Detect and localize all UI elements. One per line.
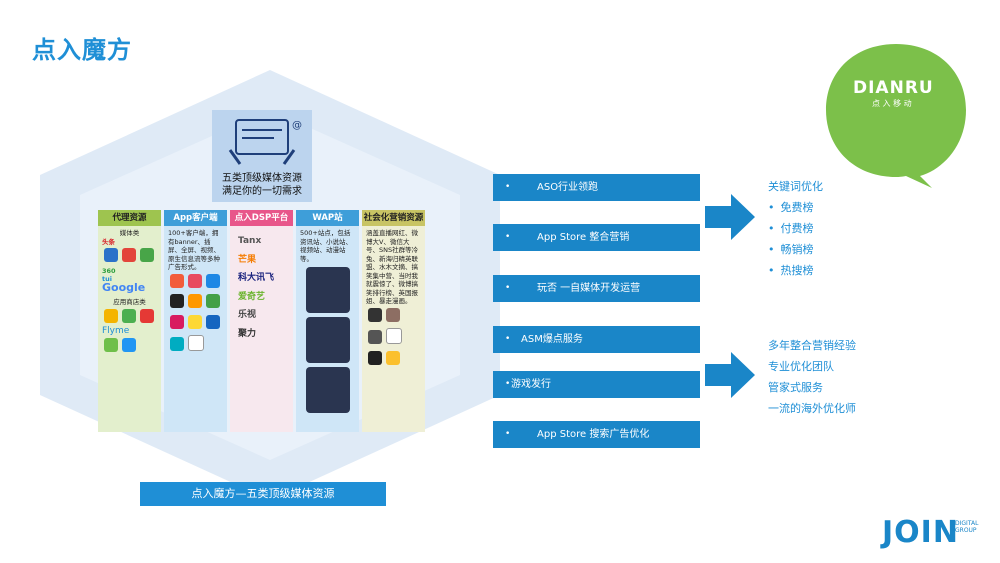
laptop-icon: @	[228, 119, 302, 165]
brand-tui: tui	[102, 275, 112, 283]
phone-screenshot	[305, 317, 350, 363]
media-banner: 点入魔方—五类顶级媒体资源	[140, 482, 386, 506]
app-tile-icon	[122, 248, 136, 262]
service-button-aso[interactable]: • ASO行业领跑	[493, 174, 700, 201]
app-tile-icon	[122, 337, 136, 352]
app-tile-icon	[206, 294, 220, 308]
button-label: ASO行业领跑	[537, 182, 599, 193]
phone-screenshot	[305, 267, 350, 313]
logo-brand: DIANRU	[853, 78, 934, 98]
media-icon-panel: @	[212, 110, 312, 202]
app-tile-icon	[104, 308, 118, 323]
column-dsp-platform: 点入DSP平台 Tanx 芒果 科大讯飞 爱奇艺 乐视 聚力	[230, 210, 293, 432]
button-label: 玩否 一自媒体开发运营	[537, 283, 641, 294]
column-description: 涵盖直播网红、微博大V、微信大号、SNS社群等冷兔、新海归精英联盟、水木文摘、搞…	[366, 229, 419, 305]
service-button-media-operation[interactable]: • 玩否 一自媒体开发运营	[493, 275, 700, 302]
column-description: 500+站点，包括资讯站、小说站、视频站、动漫站等。	[300, 229, 352, 263]
button-label: 游戏发行	[511, 379, 551, 390]
app-tile-icon	[206, 314, 220, 329]
column-header: App客户端	[164, 210, 227, 226]
brand-360: 360	[102, 266, 116, 275]
app-tile-icon	[386, 328, 402, 344]
brand-mango: 芒果	[238, 254, 257, 265]
app-tile-icon	[188, 335, 204, 351]
app-tile-icon	[206, 273, 220, 288]
list-item: •付费榜	[768, 222, 814, 235]
logo-sub: 点 入 移 动	[872, 99, 912, 108]
app-tile-icon	[170, 314, 184, 329]
arrow-right-icon	[705, 352, 755, 398]
app-tile-icon	[104, 337, 118, 352]
service-button-search-ads[interactable]: • App Store 搜索广告优化	[493, 421, 700, 448]
app-tile-icon	[140, 248, 154, 262]
service-button-asm[interactable]: • ASM爆点服务	[493, 326, 700, 353]
column-section: 媒体类	[119, 229, 140, 237]
dianru-logo: DIANRU 点 入 移 动	[820, 38, 972, 188]
list-item: 多年整合营销经验	[768, 339, 856, 352]
brand-toutiao: 头条	[102, 237, 115, 246]
svg-text:@: @	[292, 120, 302, 131]
bullet: •	[505, 334, 511, 344]
app-tile-icon	[104, 248, 118, 262]
app-tile-icon	[188, 294, 202, 308]
brand-tanx: Tanx	[238, 236, 262, 246]
brand-letv: 乐视	[238, 310, 257, 320]
list-item: •免费榜	[768, 201, 814, 214]
app-tile-icon	[368, 330, 382, 344]
button-label: ASM爆点服务	[521, 334, 583, 345]
bullet: •	[505, 232, 511, 242]
button-label: App Store 搜索广告优化	[537, 429, 650, 440]
service-button-game-publishing[interactable]: • 游戏发行	[493, 371, 700, 398]
app-tile-icon	[170, 337, 184, 351]
list-item: 专业优化团队	[768, 360, 834, 373]
app-tile-icon	[188, 273, 202, 288]
list-heading: 关键词优化	[768, 180, 823, 193]
arrow-right-icon	[705, 194, 755, 240]
app-tile-icon	[368, 350, 382, 365]
list-item: •畅销榜	[768, 243, 814, 256]
join-logo: JOIN	[882, 515, 959, 550]
app-tile-icon	[140, 308, 154, 323]
brand-pptv: 聚力	[238, 328, 257, 339]
list-item: 管家式服务	[768, 381, 823, 394]
brand-google: Google	[102, 280, 146, 294]
brand-iqiyi: 爱奇艺	[238, 291, 266, 302]
app-tile-icon	[368, 307, 382, 322]
list-item: •热搜榜	[768, 264, 814, 277]
advantages-list: 多年整合营销经验 专业优化团队 管家式服务 一流的海外优化师	[768, 337, 856, 421]
column-description: 100+客户端，拥有banner、插屏、全屏、视频、原生信息流等多种广告形式。	[168, 229, 220, 271]
bullet: •	[505, 182, 511, 192]
app-tile-icon	[386, 307, 400, 322]
column-wap-sites: WAP站 500+站点，包括资讯站、小说站、视频站、动漫站等。	[296, 210, 359, 432]
brand-flyme: Flyme	[102, 326, 130, 336]
app-tile-icon	[386, 350, 400, 365]
app-tile-icon	[122, 308, 136, 323]
column-header: 点入DSP平台	[230, 210, 293, 226]
phone-screenshot	[305, 367, 350, 413]
list-item: 一流的海外优化师	[768, 402, 856, 415]
caption-line-2: 满足你的一切需求	[222, 186, 302, 197]
bullet: •	[505, 379, 511, 389]
column-agent-resources: 代理资源 媒体类 头条 360 tui Google 应用商店类 Flyme	[98, 210, 161, 432]
column-app-clients: App客户端 100+客户端，拥有banner、插屏、全屏、视频、原生信息流等多…	[164, 210, 227, 432]
column-header: 社会化营销资源	[362, 210, 425, 226]
button-label: App Store 整合营销	[537, 232, 630, 243]
app-tile-icon	[170, 294, 184, 308]
keyword-optimization-list: 关键词优化 •免费榜 •付费榜 •畅销榜 •热搜榜	[768, 178, 823, 283]
app-tile-icon	[170, 273, 184, 288]
column-header: 代理资源	[98, 210, 161, 226]
page-title: 点入魔方	[32, 36, 132, 64]
column-section: 应用商店类	[113, 298, 146, 306]
bullet: •	[505, 429, 511, 439]
bullet: •	[505, 283, 511, 293]
column-social-marketing: 社会化营销资源 涵盖直播网红、微博大V、微信大号、SNS社群等冷兔、新海归精英联…	[362, 210, 425, 432]
caption-line-1: 五类顶级媒体资源	[222, 173, 302, 184]
app-tile-icon	[188, 314, 202, 329]
brand-iflytek: 科大讯飞	[238, 273, 275, 283]
media-caption: 五类顶级媒体资源 满足你的一切需求	[212, 172, 312, 198]
service-button-app-store-marketing[interactable]: • App Store 整合营销	[493, 224, 700, 251]
column-header: WAP站	[296, 210, 359, 226]
